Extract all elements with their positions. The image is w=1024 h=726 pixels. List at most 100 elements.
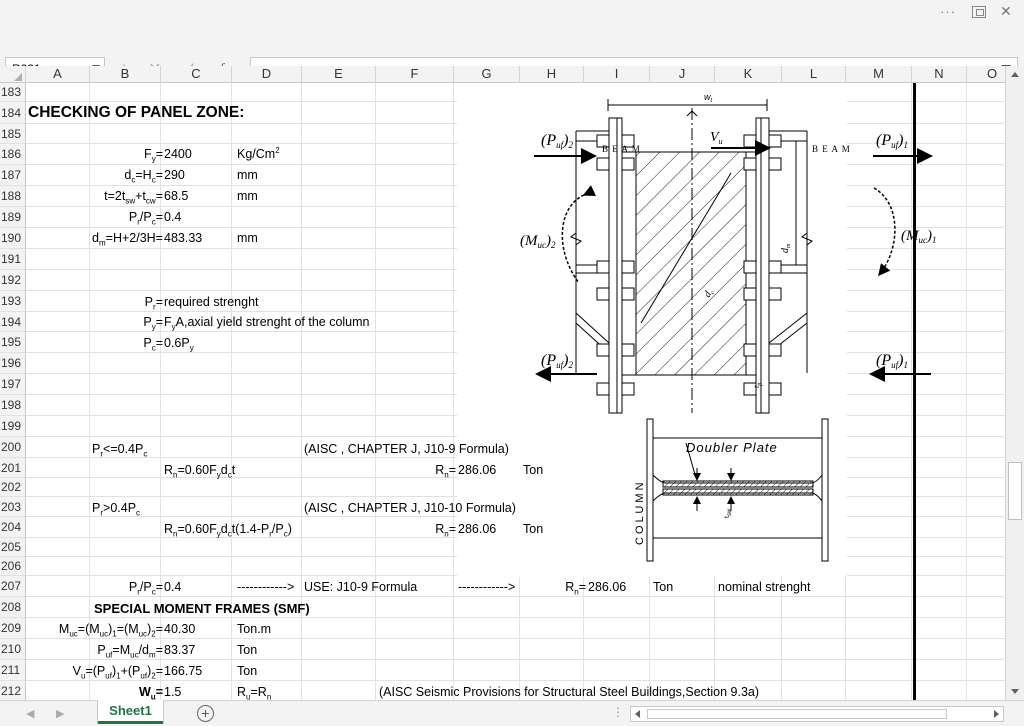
rn-label-final: Rn=	[565, 580, 586, 597]
row-header[interactable]: 211	[0, 660, 25, 681]
row-header[interactable]: 202	[0, 478, 25, 497]
row-header[interactable]: 191	[0, 249, 25, 270]
row-header[interactable]: 194	[0, 312, 25, 332]
column-header-b[interactable]: B	[90, 66, 161, 83]
label-vu: Vu=(Puf)1+(Puf)2=	[72, 664, 163, 681]
column-header-c[interactable]: C	[161, 66, 232, 83]
row-header[interactable]: 198	[0, 395, 25, 416]
column-header-m[interactable]: M	[846, 66, 912, 83]
more-options-icon[interactable]: ···	[940, 4, 956, 19]
value-fy: 2400	[164, 147, 192, 161]
select-all-button[interactable]	[0, 66, 26, 83]
column-header-h[interactable]: H	[520, 66, 584, 83]
label-tp: tp	[752, 383, 763, 388]
column-header-a[interactable]: A	[26, 66, 90, 83]
row-header[interactable]: 185	[0, 124, 25, 144]
row-header[interactable]: 184	[0, 102, 25, 124]
row-header[interactable]: 196	[0, 353, 25, 374]
row-header[interactable]: 188	[0, 186, 25, 207]
text-pr: required strenght	[164, 295, 259, 309]
row-header[interactable]: 183	[0, 83, 25, 102]
row-header[interactable]: 197	[0, 374, 25, 395]
label-puf: Puf=Muc/dm=	[97, 643, 163, 660]
value-pr-pc: 0.4	[164, 210, 182, 224]
add-sheet-button[interactable]: +	[197, 705, 214, 722]
scroll-down-icon[interactable]	[1011, 689, 1019, 694]
unit-vu: Ton	[237, 664, 258, 678]
row-header[interactable]: 192	[0, 270, 25, 291]
formula-j10-9: Rn=0.60Fydct	[164, 463, 236, 480]
rn-value-final: 286.06	[588, 580, 627, 594]
value-muc: 40.30	[164, 622, 196, 636]
column-header-j[interactable]: J	[650, 66, 715, 83]
arrow-1: ------------>	[237, 580, 295, 594]
vertical-scrollbar[interactable]	[1005, 66, 1024, 700]
column-header-d[interactable]: D	[232, 66, 302, 83]
unit-fy: Kg/Cm2	[237, 145, 280, 161]
column-header-l[interactable]: L	[782, 66, 846, 83]
row-header[interactable]: 187	[0, 165, 25, 186]
row-header[interactable]: 201	[0, 458, 25, 478]
row-header[interactable]: 186	[0, 144, 25, 165]
rn-unit-1: Ton	[523, 463, 544, 477]
previous-sheet-icon[interactable]: ◀	[26, 708, 35, 720]
scroll-right-icon[interactable]	[994, 710, 999, 718]
value-puf: 83.37	[164, 643, 196, 657]
label-py: Py=	[143, 315, 163, 332]
row-header[interactable]: 212	[0, 681, 25, 700]
arrow-2: ------------>	[458, 580, 516, 594]
print-area-border	[913, 83, 916, 700]
split-handle-icon[interactable]: ⋮	[612, 705, 624, 719]
tab-sheet1[interactable]: Sheet1	[98, 700, 163, 724]
row-header[interactable]: 210	[0, 639, 25, 660]
text-py: FyA,axial yield strenght of the column	[164, 315, 370, 332]
text-pc: 0.6Py	[164, 336, 194, 353]
row-header[interactable]: 189	[0, 207, 25, 228]
row-header[interactable]: 207	[0, 576, 25, 597]
label-puf2-top: (Puf)2	[541, 132, 573, 150]
close-icon[interactable]: ✕	[1000, 3, 1012, 19]
column-header-f[interactable]: F	[376, 66, 454, 83]
column-header-n[interactable]: N	[912, 66, 967, 83]
formula-bar: R231 ⋮ ✕ ✓ fx	[0, 26, 1024, 81]
vertical-scroll-thumb[interactable]	[1008, 462, 1022, 520]
label-dc: dc=Hc=	[124, 168, 163, 185]
reference-seismic: (AISC Seismic Provisions for Structural …	[379, 685, 760, 699]
sheet-tab-bar: ◀ ▶ Sheet1 + ⋮	[0, 700, 1024, 726]
formula-j10-10: Rn=0.60Fydct(1.4-Pr/Pc)	[164, 522, 292, 539]
rn-value-1: 286.06	[458, 463, 497, 477]
next-sheet-icon[interactable]: ▶	[56, 708, 65, 720]
restore-window-icon[interactable]	[972, 6, 986, 18]
nominal-note: nominal strenght	[718, 580, 811, 594]
row-header[interactable]: 208	[0, 597, 25, 618]
row-header[interactable]: 195	[0, 332, 25, 353]
row-header[interactable]: 203	[0, 497, 25, 517]
row-header[interactable]: 200	[0, 437, 25, 458]
row-header[interactable]: 205	[0, 538, 25, 557]
scroll-up-icon[interactable]	[1011, 72, 1019, 77]
value-ratio: 0.4	[164, 580, 182, 594]
horizontal-scroll-thumb[interactable]	[647, 709, 947, 719]
rn-label-2: Rn=	[435, 522, 456, 539]
column-header-k[interactable]: K	[715, 66, 782, 83]
label-doubler-plate: Doubler Plate	[686, 440, 778, 455]
section-title: CHECKING OF PANEL ZONE:	[28, 104, 245, 121]
column-header-i[interactable]: I	[584, 66, 650, 83]
scroll-left-icon[interactable]	[635, 710, 640, 718]
row-header[interactable]: 199	[0, 416, 25, 437]
label-puf1-bottom: (Puf)1	[876, 352, 908, 370]
row-header[interactable]: 209	[0, 618, 25, 639]
column-header-g[interactable]: G	[454, 66, 520, 83]
condition-2: Pr>0.4Pc	[92, 501, 141, 518]
rn-label-1: Rn=	[435, 463, 456, 480]
column-header-e[interactable]: E	[302, 66, 376, 83]
label-dm: dm=H+2/3H=	[92, 231, 163, 248]
horizontal-scrollbar[interactable]	[630, 706, 1004, 722]
rn-unit-2: Ton	[523, 522, 544, 536]
value-wu: 1.5	[164, 685, 182, 699]
row-header[interactable]: 193	[0, 291, 25, 312]
row-header[interactable]: 204	[0, 517, 25, 538]
row-header[interactable]: 190	[0, 228, 25, 249]
worksheet-grid[interactable]: CHECKING OF PANEL ZONE: Fy= 2400 Kg/Cm2 …	[26, 83, 1005, 700]
row-header[interactable]: 206	[0, 557, 25, 576]
